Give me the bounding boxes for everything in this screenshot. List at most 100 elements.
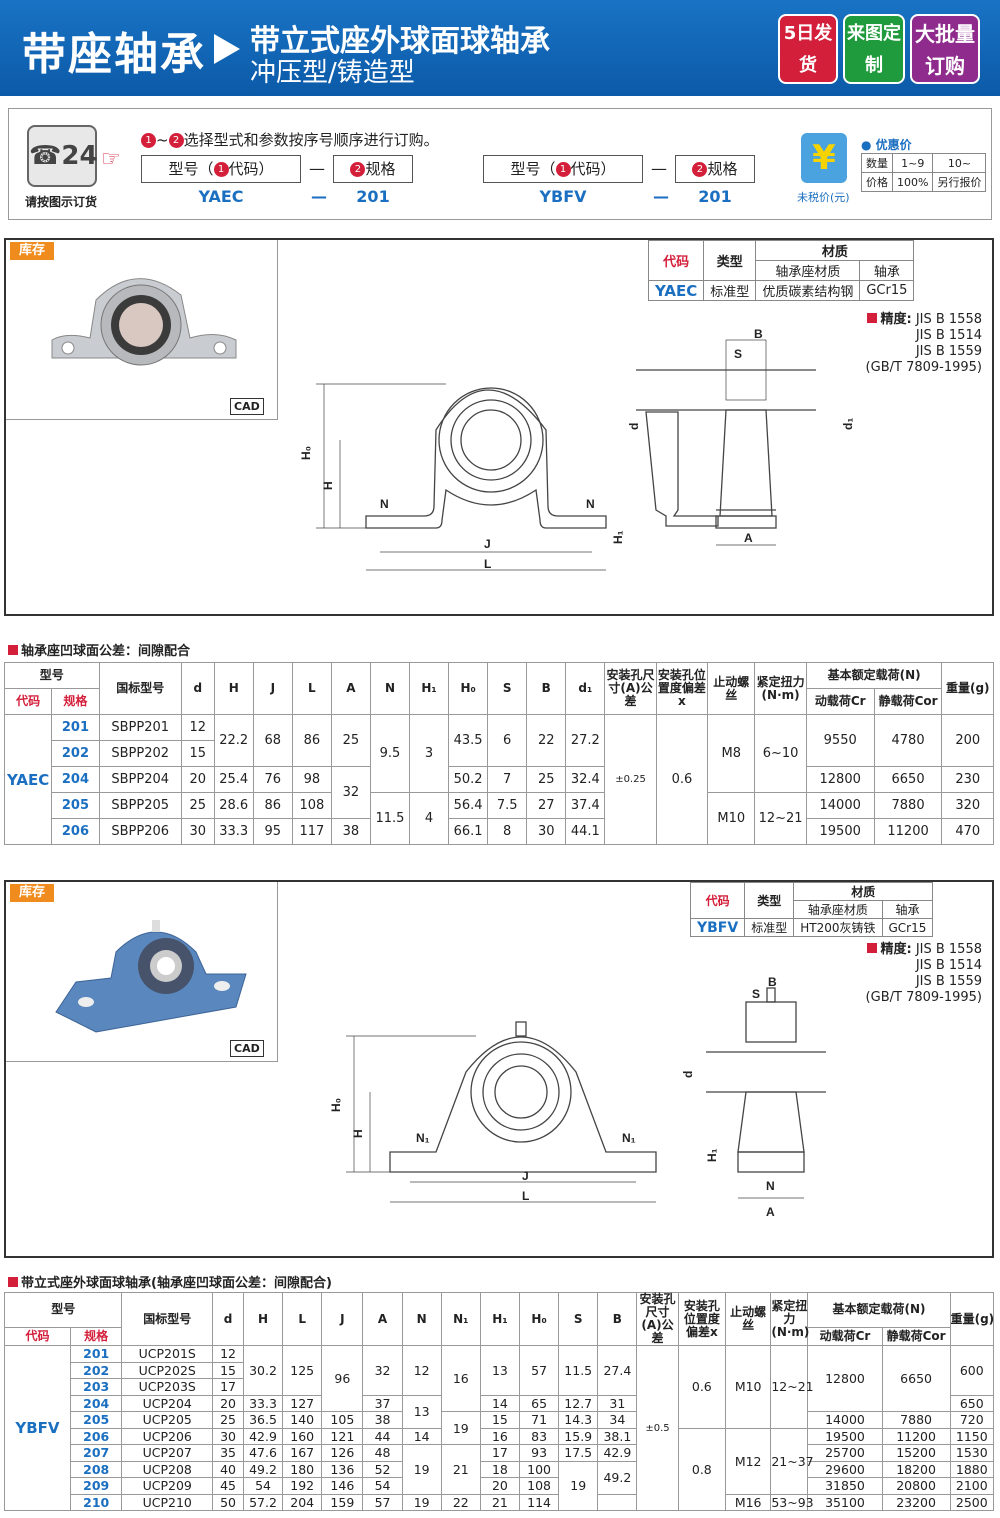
yen-icon: ¥	[801, 133, 847, 183]
precision-info: 精度: JIS B 1558 JIS B 1514 JIS B 1559 (GB…	[865, 942, 982, 1005]
cad-badge[interactable]: CAD	[230, 1040, 264, 1057]
table-cell: 68	[252, 714, 293, 767]
table-cell: 14	[401, 1427, 442, 1445]
tax-label: 未税价(元)	[797, 191, 850, 204]
phone-label: 请按图示订货	[25, 195, 98, 209]
table-cell: J	[252, 662, 293, 715]
table-cell: 16	[479, 1427, 521, 1445]
table-cell: UCP201S	[121, 1345, 214, 1363]
table-cell: UCP208	[121, 1460, 214, 1478]
table-cell: 止动螺丝	[725, 1292, 772, 1346]
table-cell: 15	[212, 1361, 244, 1379]
table-cell: 基本额定载荷(N)	[805, 662, 943, 689]
table-cell: UCP202S	[121, 1361, 214, 1379]
table-cell: 25700	[807, 1444, 883, 1462]
table-cell: 15	[180, 740, 215, 767]
table-cell: 15200	[881, 1444, 951, 1462]
svg-text:H: H	[351, 1129, 365, 1138]
badge-bulk: 大批量订购	[910, 14, 980, 84]
table-cell: 6	[487, 714, 528, 767]
table-cell: 12	[180, 714, 215, 741]
precision-info: 精度: JIS B 1558 JIS B 1514 JIS B 1559 (GB…	[865, 312, 982, 375]
cad-badge[interactable]: CAD	[230, 398, 264, 415]
table-cell: 192	[282, 1477, 323, 1495]
table-cell: S	[558, 1292, 599, 1346]
svg-text:J: J	[522, 1169, 529, 1183]
example-spec-2: 201	[698, 187, 732, 206]
table-cell: 11.5	[558, 1345, 599, 1396]
table-cell: 7	[487, 766, 528, 793]
table2-title: 带立式座外球面球轴承(轴承座凹球面公差：间隙配合)	[8, 1272, 332, 1291]
table-cell: 2100	[949, 1477, 995, 1495]
svg-text:A: A	[744, 531, 753, 545]
cast-bearing-image	[55, 920, 247, 1033]
example-model-2: YBFV	[539, 187, 587, 206]
table-cell: 25	[330, 714, 371, 767]
discount-title: ● 优惠价	[861, 138, 912, 152]
table-cell: 35	[212, 1444, 244, 1462]
table-cell: 108	[519, 1477, 560, 1495]
table-cell: 50.2	[448, 766, 489, 793]
table-cell: 34	[597, 1411, 638, 1429]
svg-text:H₁: H₁	[611, 530, 625, 544]
table-cell: 25	[180, 792, 215, 819]
table-cell: 83	[519, 1427, 560, 1445]
svg-text:H₁: H₁	[705, 1148, 719, 1162]
table-cell: 206	[51, 818, 100, 845]
table-cell: 114	[519, 1493, 560, 1511]
table-cell: 71	[519, 1411, 560, 1429]
svg-text:N₁: N₁	[416, 1131, 430, 1145]
table-cell: 66.1	[448, 818, 489, 845]
table-cell: 重量(g)	[941, 662, 994, 715]
stamped-bearing-image	[51, 278, 237, 366]
table-cell: 9.5	[369, 714, 411, 793]
table-cell: 32.4	[565, 766, 606, 793]
table-cell: H₁	[409, 662, 450, 715]
table-cell: 12800	[807, 1345, 883, 1412]
table-cell: 209	[69, 1477, 123, 1495]
table-cell: 12.7	[558, 1394, 599, 1412]
table-cell: 86	[252, 792, 293, 819]
table-cell: 38	[362, 1411, 403, 1429]
table-cell: 1530	[949, 1444, 995, 1462]
table-cell: YBFV	[4, 1345, 71, 1511]
table-cell: 型号	[4, 662, 100, 689]
table-cell: 126	[321, 1444, 364, 1462]
table-cell: 12800	[805, 766, 875, 793]
table-cell: 96	[321, 1345, 364, 1412]
table-cell: 6650	[873, 766, 943, 793]
table-cell: 202	[51, 740, 100, 767]
table-cell: 16	[440, 1345, 481, 1412]
table-cell: 国标型号	[98, 662, 182, 715]
table-cell: M12	[725, 1427, 772, 1495]
table-cell: 38.1	[597, 1427, 638, 1445]
table-cell: 22	[526, 714, 567, 767]
table-cell: UCP203S	[121, 1378, 214, 1396]
svg-text:d: d	[681, 1071, 695, 1078]
example-model-1: YAEC	[198, 187, 244, 206]
svg-text:N: N	[586, 497, 595, 511]
table-cell: 止动螺丝	[707, 662, 756, 715]
table-cell: 204	[51, 766, 100, 793]
table-cell: 65	[519, 1394, 560, 1412]
table-cell: 代码	[3, 688, 53, 715]
table-cell: 20	[212, 1394, 244, 1412]
table-cell: 30	[212, 1427, 244, 1445]
table-cell: ±0.5	[636, 1345, 679, 1511]
table-cell: 21	[479, 1493, 521, 1511]
table-cell: 44	[362, 1427, 403, 1445]
table-cell: 型号	[3, 1292, 123, 1328]
svg-text:N₁: N₁	[622, 1131, 636, 1145]
table-cell: 17.5	[558, 1444, 599, 1462]
table-cell: d₁	[565, 662, 606, 715]
table-cell: 6650	[881, 1345, 951, 1412]
table-cell: SBPP204	[98, 766, 182, 793]
table-cell: 105	[321, 1411, 364, 1429]
